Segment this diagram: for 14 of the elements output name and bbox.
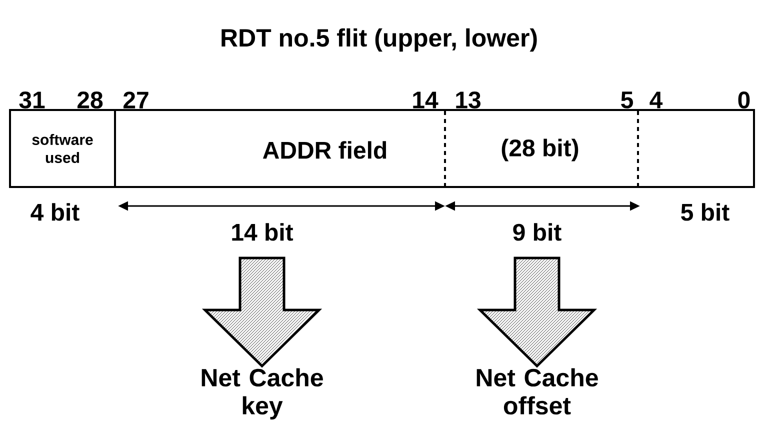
dimension-label: 9 bit: [513, 223, 562, 241]
bit-number: 27: [124, 92, 148, 108]
bit-number: 28: [78, 92, 103, 108]
block-arrow: [202, 256, 322, 368]
field-label: ADDR field: [262, 141, 386, 159]
field-box: software used: [9, 109, 116, 188]
result-label: Net Cache offset: [476, 368, 598, 415]
field-label: (28 bit): [502, 138, 578, 162]
result-label: Net Cache key: [202, 368, 323, 420]
bit-number: 31: [19, 92, 45, 108]
block-arrow: [476, 256, 598, 368]
dimension-label: 4 bit: [30, 203, 80, 221]
dimension-label: 14 bit: [232, 223, 294, 241]
title: RDT no.5 flit (upper, lower): [222, 28, 537, 52]
